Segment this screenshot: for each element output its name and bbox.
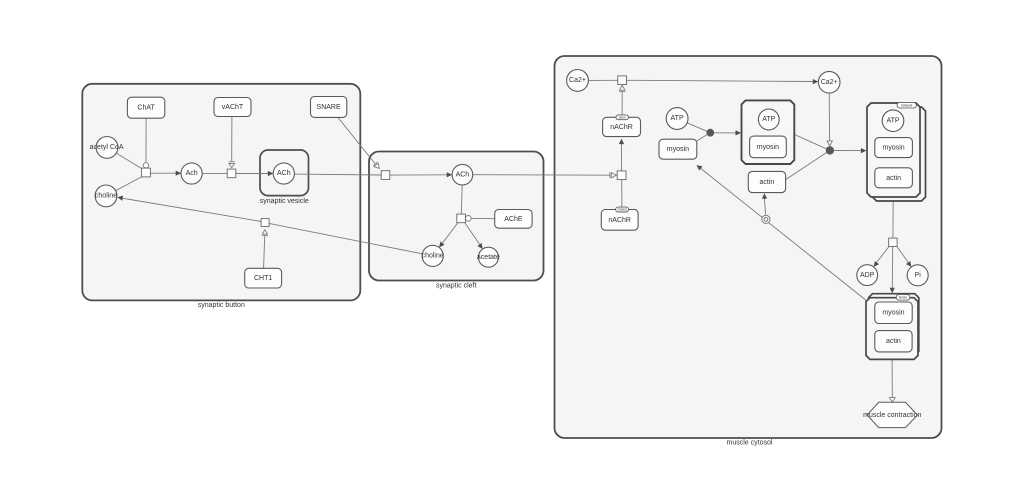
svg-text:synaptic cleft: synaptic cleft [436, 282, 477, 289]
svg-text:ACh: ACh [456, 171, 470, 178]
svg-text:Ach: Ach [186, 170, 198, 177]
svg-text:muscle cytosol: muscle cytosol [727, 440, 773, 447]
svg-text:open: open [619, 115, 626, 119]
svg-text:choline: choline [422, 253, 444, 260]
svg-text:actin: actin [760, 179, 775, 186]
svg-text:ATP: ATP [671, 115, 684, 122]
svg-text:choline: choline [95, 193, 117, 200]
svg-text:CHT1: CHT1 [254, 275, 272, 282]
svg-text:ACh: ACh [277, 170, 291, 177]
svg-text:actin: actin [886, 175, 901, 182]
svg-text:acetyl CoA: acetyl CoA [90, 144, 124, 151]
svg-text:synaptic button: synaptic button [198, 302, 245, 309]
svg-text:myosin: myosin [757, 144, 779, 151]
svg-text:SNARE: SNARE [317, 104, 341, 111]
svg-text:myosin: myosin [667, 146, 689, 153]
svg-text:Ca2+: Ca2+ [569, 77, 586, 84]
svg-text:nAChR: nAChR [610, 124, 633, 131]
svg-text:AChE: AChE [504, 216, 523, 223]
svg-text:ADP: ADP [860, 272, 875, 279]
svg-text:myosin: myosin [882, 310, 904, 317]
svg-text:actin: actin [886, 338, 901, 345]
svg-text:ATP: ATP [886, 117, 899, 124]
svg-text:Ca2+: Ca2+ [821, 79, 838, 86]
svg-text:relaxed: relaxed [901, 104, 912, 108]
svg-text:nAChR: nAChR [608, 217, 631, 224]
svg-text:tense: tense [899, 296, 907, 300]
svg-text:ChAT: ChAT [137, 105, 155, 112]
svg-text:vAChT: vAChT [222, 104, 244, 111]
svg-text:myosin: myosin [883, 145, 905, 152]
svg-text:acetate: acetate [477, 254, 500, 261]
svg-text:muscle contraction: muscle contraction [863, 412, 921, 419]
svg-text:synaptic vesicle: synaptic vesicle [260, 198, 309, 205]
svg-text:closed: closed [617, 208, 626, 212]
svg-text:Pi: Pi [915, 272, 922, 279]
svg-text:ATP: ATP [762, 116, 775, 123]
